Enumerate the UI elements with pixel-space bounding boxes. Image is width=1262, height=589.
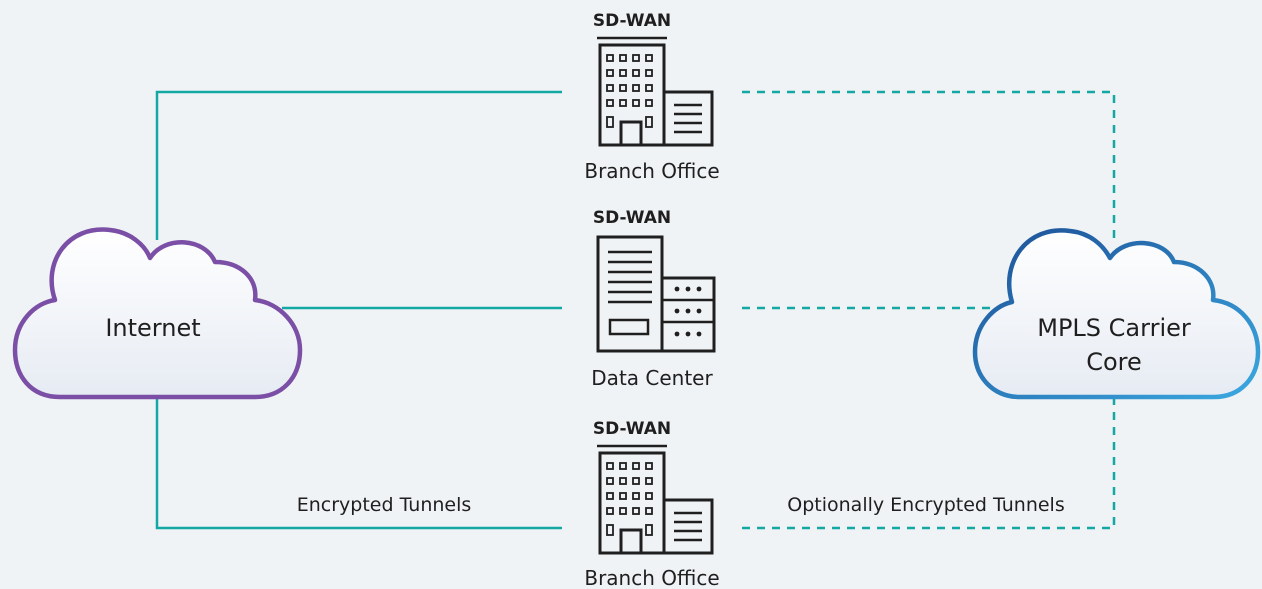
site-branch-top: SD-WAN Branch Office <box>584 11 719 183</box>
site-label: Data Center <box>591 366 713 390</box>
mpls-link-branch-top <box>742 90 1116 240</box>
mpls-cloud-shape <box>972 228 1261 400</box>
site-branch-bottom: SD-WAN Branch Office <box>584 419 719 589</box>
internet-cloud: Internet <box>12 227 303 400</box>
sdwan-badge: SD-WAN <box>593 11 671 31</box>
sdwan-badge: SD-WAN <box>593 208 671 228</box>
encrypted-tunnels-label: Encrypted Tunnels <box>297 494 472 516</box>
site-label: Branch Office <box>584 566 719 589</box>
office-building-icon <box>597 36 714 147</box>
office-building-icon <box>597 444 714 555</box>
optionally-encrypted-tunnels-label: Optionally Encrypted Tunnels <box>787 494 1064 516</box>
internet-link-branch-top <box>155 90 562 240</box>
mpls-links <box>742 90 1116 530</box>
internet-cloud-shape <box>12 227 303 400</box>
data-center-icon <box>596 235 716 353</box>
sdwan-badge: SD-WAN <box>593 419 671 439</box>
mpls-label-line2: Core <box>1086 348 1142 376</box>
internet-link-branch-bottom <box>155 398 562 530</box>
mpls-link-branch-bottom <box>742 395 1116 530</box>
site-label: Branch Office <box>584 159 719 183</box>
mpls-label-line1: MPLS Carrier <box>1037 314 1191 342</box>
internet-label: Internet <box>105 314 200 342</box>
site-data-center: SD-WAN Data Center <box>591 208 716 390</box>
internet-links <box>155 90 562 530</box>
mpls-cloud: MPLS Carrier Core <box>972 228 1261 400</box>
